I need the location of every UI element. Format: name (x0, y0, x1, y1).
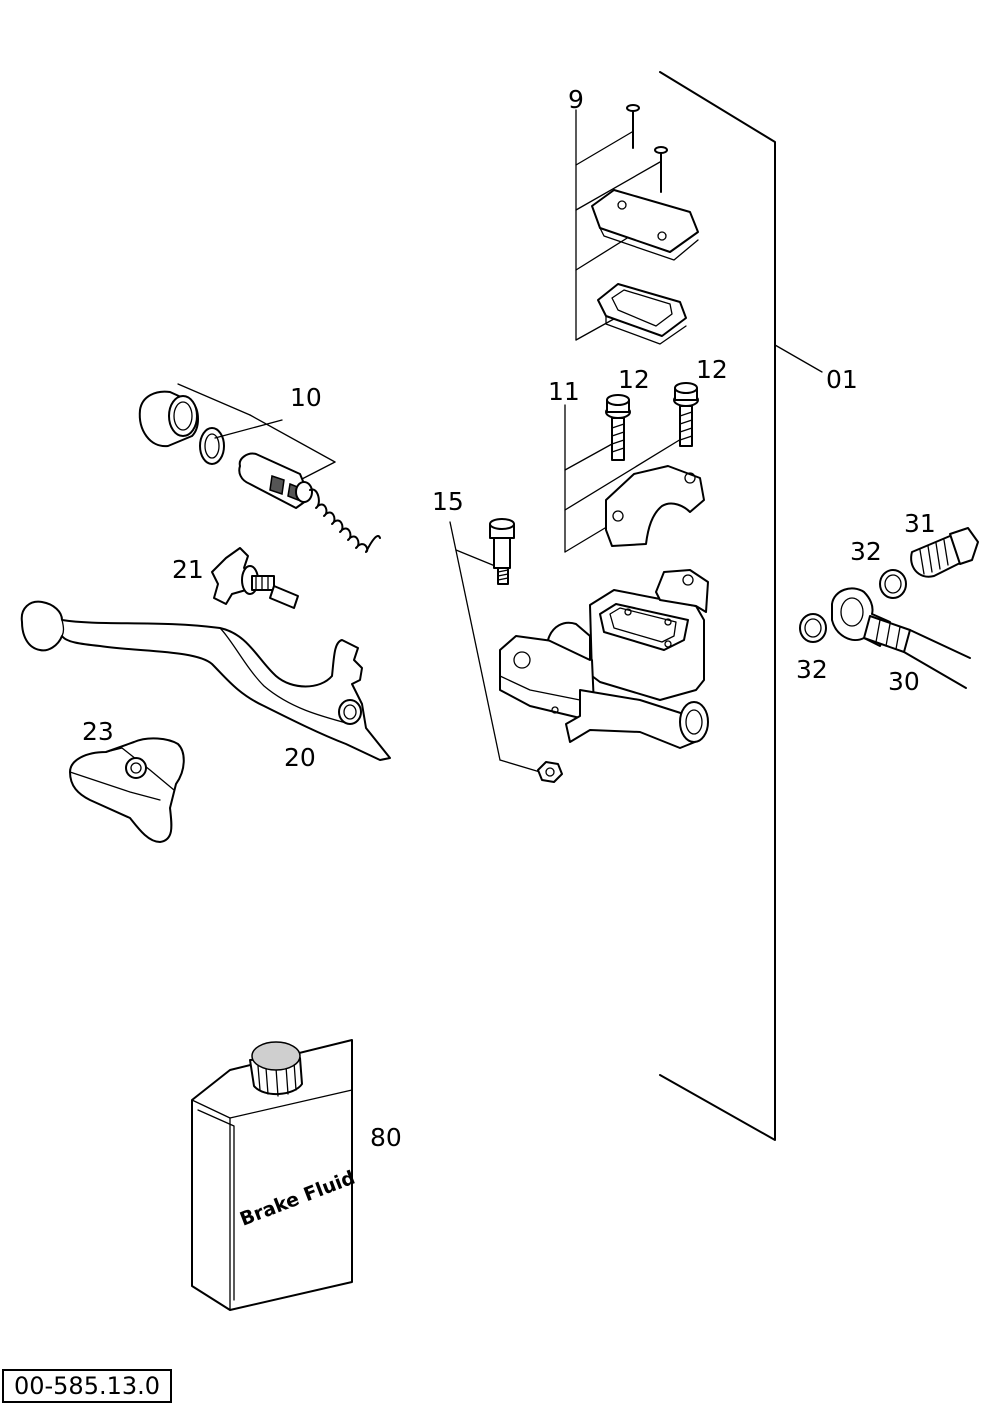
reservoir-cover (591, 189, 699, 261)
pivot-bolt (489, 518, 515, 585)
pivot-nut (537, 761, 563, 783)
callout-01: 01 (826, 365, 858, 394)
callout-12-right: 12 (696, 355, 728, 384)
assembly-bracket-01 (659, 71, 823, 1141)
callout-20: 20 (284, 743, 316, 772)
clamp-bolt-left (605, 394, 631, 461)
callout-32-lower: 32 (796, 655, 828, 684)
leader-group-10 (177, 383, 336, 481)
callout-32-upper: 32 (850, 537, 882, 566)
piston (238, 452, 313, 509)
dust-boot (138, 390, 199, 448)
callout-23: 23 (82, 717, 114, 746)
callout-12-left: 12 (618, 365, 650, 394)
cover-screw-1 (626, 104, 640, 149)
lever-cover (69, 737, 185, 843)
brake-line (831, 587, 971, 689)
return-spring (309, 488, 381, 553)
sealing-washer-lower (799, 613, 827, 643)
callout-30: 30 (888, 667, 920, 696)
clamp-bolt-right (673, 382, 699, 447)
lever-adjuster (211, 547, 299, 609)
callout-15: 15 (432, 487, 464, 516)
callout-10: 10 (290, 383, 322, 412)
callout-21: 21 (172, 555, 204, 584)
callout-80: 80 (370, 1123, 402, 1152)
handlebar-clamp (605, 465, 705, 547)
brake-lever (20, 600, 391, 761)
leader-group-15 (449, 521, 541, 773)
drawing-number: 00-585.13.0 (2, 1369, 172, 1403)
leader-group-11 (564, 404, 687, 553)
banjo-bolt (910, 527, 979, 578)
leader-group-9 (575, 109, 661, 341)
brake-fluid-container: Brake Fluid (191, 1039, 358, 1311)
callout-11: 11 (548, 377, 580, 406)
callout-9: 9 (568, 85, 584, 114)
cover-screw-2 (654, 146, 668, 193)
reservoir-diaphragm (597, 283, 687, 345)
callout-31: 31 (904, 509, 936, 538)
master-cylinder-body (499, 569, 709, 749)
sealing-washer-upper (879, 569, 907, 599)
circlip (199, 427, 225, 465)
